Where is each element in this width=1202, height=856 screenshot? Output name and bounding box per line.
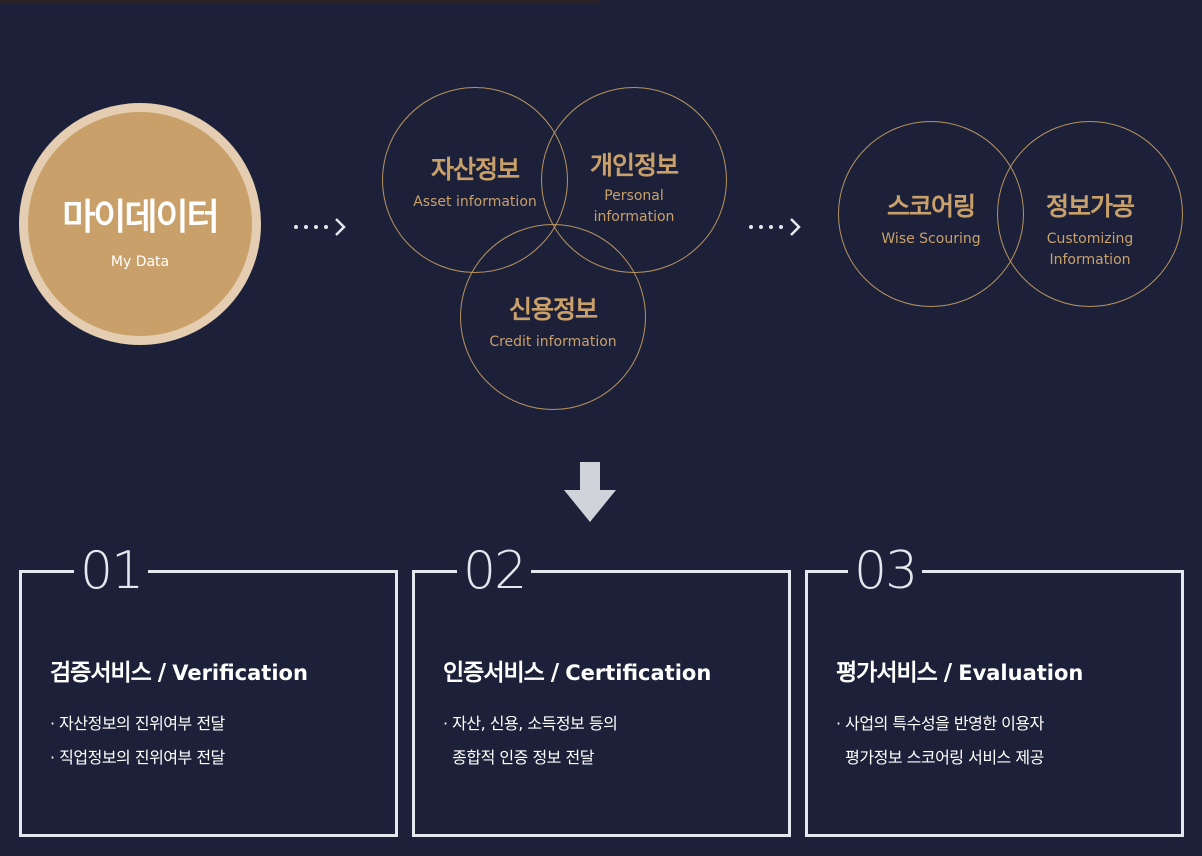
asset-label: 자산정보 Asset information [375,150,575,213]
scoring-en: Wise Scouring [881,231,981,247]
personal-en: Personal information [593,188,675,225]
card-title-en: Evaluation [958,661,1084,685]
personal-label: 개인정보 Personal information [534,146,734,228]
chevron-right-icon [790,218,801,236]
card-number: 03 [848,543,923,599]
scoring-label: 스코어링 Wise Scouring [831,187,1031,250]
card-title: 검증서비스 / Verification [50,653,308,687]
bullet-line: · 사업의 특수성을 반영한 이용자 [836,714,1044,733]
credit-ko: 신용정보 [508,295,598,324]
card-title-ko: 검증서비스 / [50,660,173,686]
card-title: 평가서비스 / Evaluation [836,653,1083,687]
processing-ko: 정보가공 [1045,192,1135,221]
credit-en: Credit information [489,334,617,350]
card-title-ko: 평가서비스 / [836,660,959,686]
service-card-certification: 02 인증서비스 / Certification · 자산, 신용, 소득정보 … [412,543,791,837]
service-card-evaluation: 03 평가서비스 / Evaluation · 사업의 특수성을 반영한 이용자… [805,543,1184,837]
top-bar [0,0,600,3]
card-bullets: · 자산정보의 진위여부 전달 · 직업정보의 진위여부 전달 [50,707,225,775]
bullet-line: 종합적 인증 정보 전달 [443,748,594,767]
chevron-right-icon [335,218,346,236]
my-data-circle: 마이데이터 My Data [19,103,261,345]
my-data-subtitle: My Data [110,254,170,270]
service-card-verification: 01 검증서비스 / Verification · 자산정보의 진위여부 전달·… [19,543,398,837]
card-title-en: Certification [565,661,712,685]
arrow-right-1 [294,217,346,237]
card-title-ko: 인증서비스 / [443,660,566,686]
my-data-title: 마이데이터 [62,197,220,238]
credit-circle [460,224,646,410]
card-title-en: Verification [172,661,308,685]
processing-label: 정보가공 Customizing Information [990,187,1190,271]
card-number: 02 [457,543,532,599]
personal-ko: 개인정보 [589,151,679,180]
processing-circle [997,121,1183,307]
card-number: 01 [74,543,149,599]
bullet-line: · 자산정보의 진위여부 전달 [50,714,225,733]
asset-ko: 자산정보 [430,155,520,184]
bullet-line: · 자산, 신용, 소득정보 등의 [443,714,618,733]
card-title: 인증서비스 / Certification [443,653,711,687]
card-bullets: · 사업의 특수성을 반영한 이용자 평가정보 스코어링 서비스 제공 [836,707,1044,775]
scoring-ko: 스코어링 [886,192,976,221]
arrow-down-icon [564,462,616,522]
asset-en: Asset information [413,194,537,210]
arrow-right-2 [749,217,801,237]
credit-label: 신용정보 Credit information [453,290,653,353]
bullet-line: 평가정보 스코어링 서비스 제공 [836,748,1044,767]
card-bullets: · 자산, 신용, 소득정보 등의 종합적 인증 정보 전달 [443,707,618,775]
bullet-line: · 직업정보의 진위여부 전달 [50,748,225,767]
processing-en: Customizing Information [1046,231,1134,268]
